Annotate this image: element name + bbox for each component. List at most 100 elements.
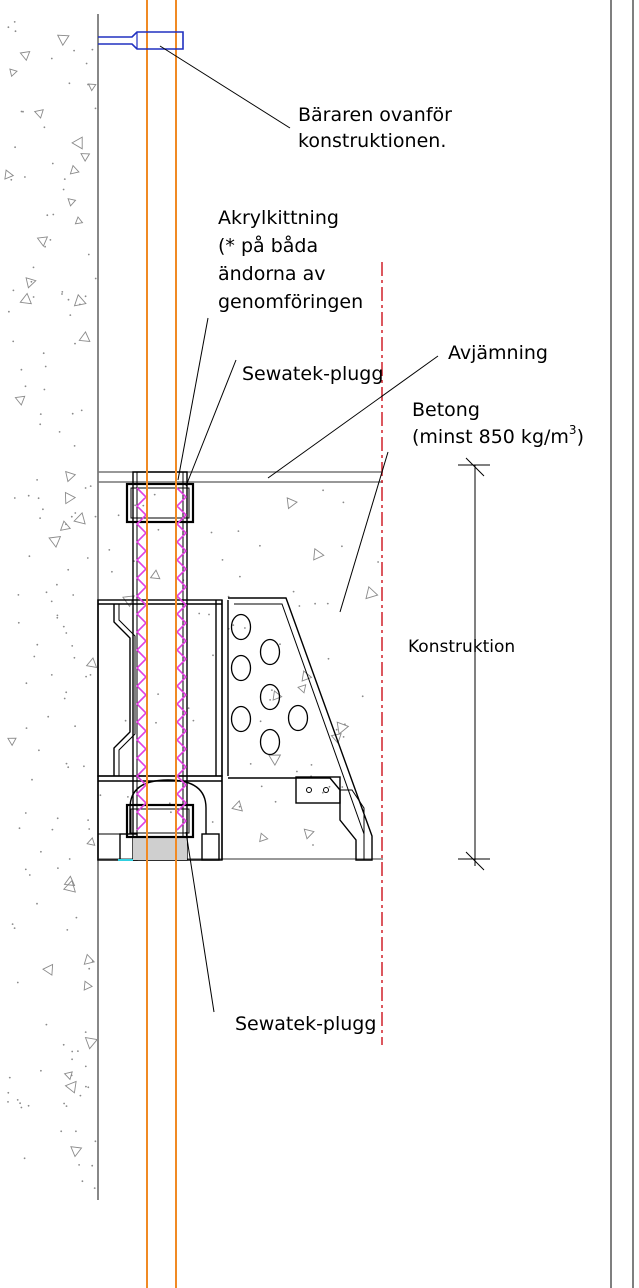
concrete-dot [63, 697, 66, 700]
concrete-dot [24, 385, 27, 388]
concrete-dot [17, 594, 20, 596]
concrete-dot [18, 827, 21, 830]
concrete-dot [12, 340, 15, 343]
concrete-dot [341, 545, 343, 548]
carrier-arm [98, 31, 184, 50]
concrete-triangle [64, 1080, 77, 1094]
concrete-dot [94, 277, 97, 280]
concrete-dot [13, 927, 16, 929]
concrete-dot [39, 423, 42, 426]
concrete-dot [157, 528, 160, 531]
concrete-dot [24, 868, 27, 871]
side-plate-tab [295, 776, 341, 804]
concrete-dot [210, 531, 213, 534]
concrete-dot [24, 812, 27, 814]
concrete-dot [74, 342, 76, 345]
concrete-dot [221, 559, 224, 561]
concrete-dot [60, 1130, 63, 1133]
side-plate-hole [230, 705, 252, 733]
concrete-dot [71, 1050, 74, 1053]
tab-hole [306, 787, 312, 793]
side-plate [228, 597, 373, 861]
frame-foot-right [201, 833, 220, 861]
concrete-dot [80, 409, 83, 412]
side-plate-holes [230, 613, 309, 756]
side-plate-foot [340, 789, 365, 860]
slab-concrete-texture [99, 489, 379, 846]
concrete-dot [377, 561, 379, 563]
concrete-triangle [42, 963, 54, 976]
concrete-dot [312, 844, 314, 846]
concrete-dot [84, 1065, 87, 1068]
concrete-dot [81, 1180, 84, 1183]
concrete-dot [88, 967, 91, 970]
concrete-triangle [365, 585, 379, 600]
label-concrete-line1: Betong [412, 399, 480, 421]
concrete-triangle [330, 733, 342, 744]
side-plate-hole [287, 704, 309, 732]
concrete-triangle [7, 737, 17, 747]
concrete-dot [62, 188, 65, 191]
leader-acrylic [177, 317, 209, 481]
concrete-dot [93, 1187, 96, 1189]
concrete-triangle [336, 721, 350, 735]
concrete-dot [74, 725, 76, 728]
concrete-dot [62, 1043, 65, 1046]
concrete-dot [67, 766, 70, 769]
concrete-dot [91, 1164, 94, 1167]
concrete-dot [127, 796, 129, 798]
bottom-plug-inner [130, 808, 190, 834]
concrete-dot [71, 645, 74, 647]
frame-bracket-left-inner [118, 604, 136, 776]
concrete-dot [24, 176, 26, 178]
concrete-dot [10, 178, 13, 181]
concrete-dot [134, 504, 137, 507]
concrete-dot [50, 674, 53, 676]
concrete-dot [7, 1101, 9, 1103]
concrete-triangle [73, 512, 86, 525]
construction-dimension [458, 457, 490, 871]
concrete-dot [7, 1091, 10, 1094]
concrete-dot [39, 413, 42, 415]
concrete-dot [328, 785, 331, 788]
concrete-dot [16, 981, 19, 984]
concrete-dot [44, 245, 46, 248]
concrete-dot [13, 21, 16, 23]
concrete-dot [62, 625, 65, 628]
label-concrete: Betong(minst 850 kg/m3) [412, 399, 584, 448]
concrete-dot [61, 293, 63, 295]
concrete-dot [227, 595, 230, 598]
concrete-dot [85, 1085, 87, 1088]
concrete-dot [79, 1094, 82, 1097]
concrete-dot [70, 515, 73, 518]
leader-sewatek-top [185, 359, 237, 487]
concrete-dot [249, 763, 252, 765]
concrete-dot [157, 693, 160, 695]
concrete-dot [87, 819, 89, 821]
concrete-triangle [25, 277, 37, 289]
concrete-dot [42, 508, 44, 511]
concrete-triangle [65, 470, 77, 483]
concrete-dot [37, 497, 40, 500]
concrete-dot [75, 1130, 77, 1133]
concrete-triangle [313, 547, 325, 561]
concrete-dot [170, 811, 172, 814]
concrete-triangle [63, 1071, 73, 1081]
concrete-dot [292, 590, 295, 593]
concrete-dot [11, 923, 14, 925]
concrete-dot [88, 828, 91, 830]
leader-lines [159, 45, 439, 1013]
concrete-triangle [4, 169, 15, 180]
concrete-dot [57, 867, 59, 869]
concrete-dot [361, 695, 364, 698]
concrete-triangle [19, 292, 33, 305]
concrete-triangle [78, 331, 91, 343]
concrete-dot [314, 602, 316, 605]
concrete-dot [67, 568, 70, 571]
concrete-dot [65, 691, 68, 694]
concrete-triangle [286, 497, 298, 510]
concrete-triangle [149, 569, 161, 580]
concrete-dot [155, 721, 157, 724]
